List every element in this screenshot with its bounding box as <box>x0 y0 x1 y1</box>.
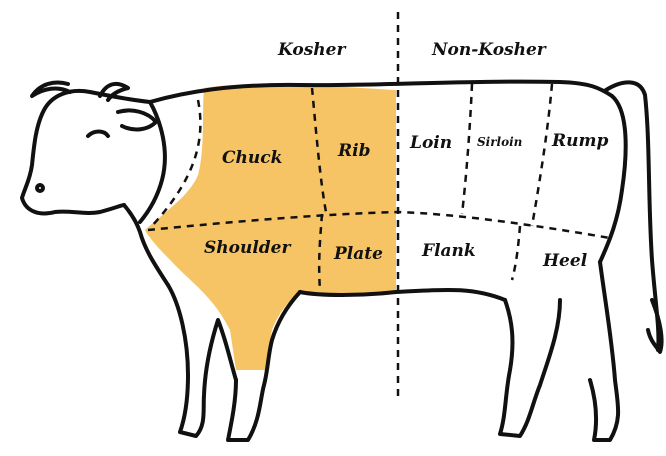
cut-label-loin: Loin <box>409 133 452 153</box>
kosher-label: Kosher <box>277 40 346 60</box>
cut-label-chuck: Chuck <box>222 148 282 168</box>
cut-label-rump: Rump <box>551 131 608 151</box>
loin-sirloin-line <box>462 84 472 214</box>
cut-label-rib: Rib <box>337 141 370 161</box>
cut-label-flank: Flank <box>421 241 476 261</box>
cut-label-heel: Heel <box>542 251 588 271</box>
cut-label-plate: Plate <box>333 244 383 264</box>
cut-label-sirloin: Sirloin <box>477 135 522 149</box>
non-kosher-label: Non-Kosher <box>431 40 547 60</box>
cut-label-shoulder: Shoulder <box>204 238 291 258</box>
flank-heel-line <box>512 226 520 280</box>
sirloin-rump-line <box>532 84 552 226</box>
